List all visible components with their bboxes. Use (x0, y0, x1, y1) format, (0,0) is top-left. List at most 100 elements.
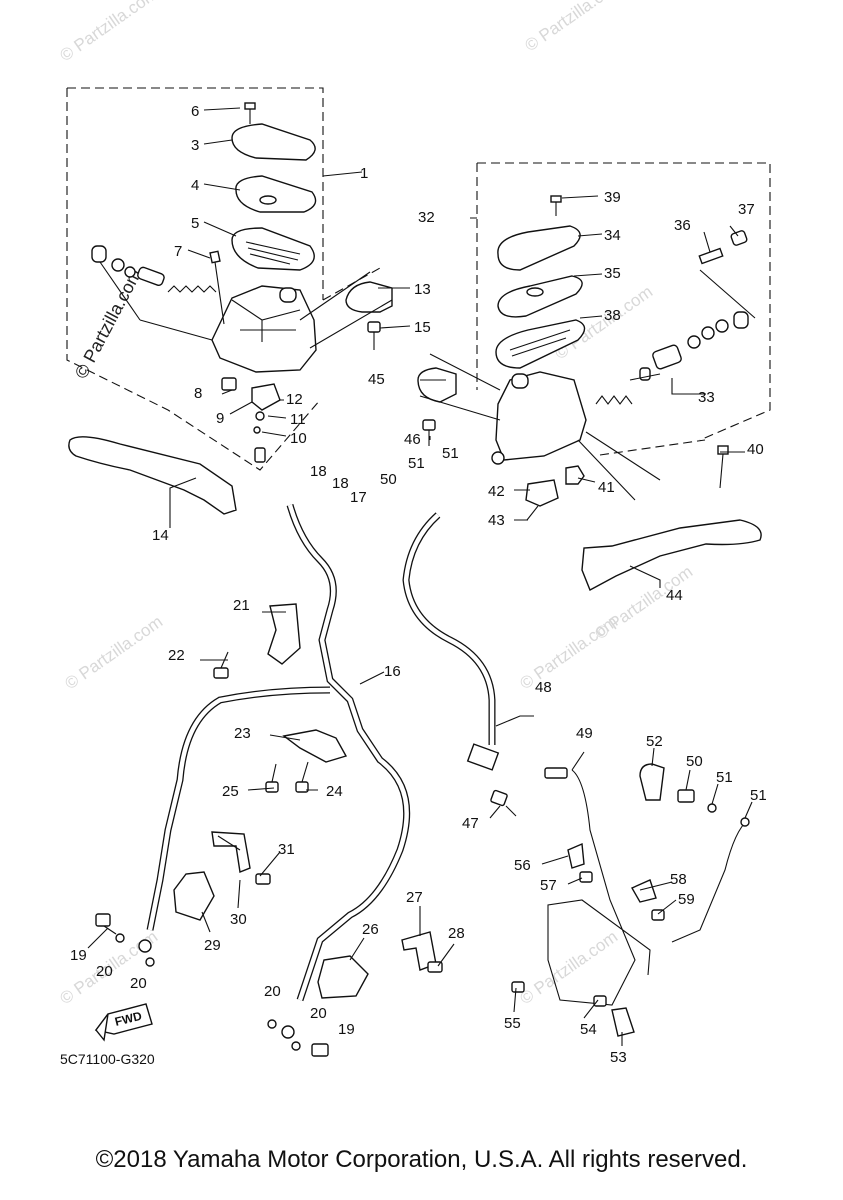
callout-13: 13 (414, 281, 431, 298)
callout-22: 22 (168, 647, 185, 664)
reservoir-cap-right-icon (497, 225, 581, 271)
callout-10: 10 (290, 430, 307, 447)
bracket-26-icon (317, 955, 369, 999)
callout-51-d: 51 (750, 787, 767, 804)
cap-plate-icon (235, 175, 317, 213)
callout-36: 36 (674, 217, 691, 234)
callout-56: 56 (514, 857, 531, 874)
callout-38: 38 (604, 307, 621, 324)
diagram-code: 5C71100-G320 (60, 1051, 155, 1067)
callout-23: 23 (234, 725, 251, 742)
callouts: 6 3 4 5 7 1 13 15 8 9 12 11 10 18 18 17 … (70, 103, 767, 1066)
diaphragm-icon (231, 227, 315, 271)
master-cylinder-body-right-icon (495, 371, 587, 461)
fwd-arrow: FWD (94, 1003, 153, 1042)
callout-57: 57 (540, 877, 557, 894)
watermark-top-right: © Partzilla.com (521, 0, 626, 55)
callout-6: 6 (191, 103, 199, 120)
callout-4: 4 (191, 177, 199, 194)
reservoir-cap-icon (231, 123, 316, 161)
callout-45: 45 (368, 371, 385, 388)
fwd-label: FWD (113, 1009, 143, 1029)
callout-51-c: 51 (716, 769, 733, 786)
callout-44: 44 (666, 587, 683, 604)
callout-50-a: 50 (380, 471, 397, 488)
callout-46: 46 (404, 431, 421, 448)
callout-55: 55 (504, 1015, 521, 1032)
callout-47: 47 (462, 815, 479, 832)
callout-58: 58 (670, 871, 687, 888)
callout-53: 53 (610, 1049, 627, 1066)
callout-25: 25 (222, 783, 239, 800)
callout-18-b: 18 (332, 475, 349, 492)
callout-37: 37 (738, 201, 755, 218)
callout-43: 43 (488, 512, 505, 529)
watermark-mid-left: © Partzilla.com (61, 612, 166, 693)
clamp-27-icon (401, 931, 437, 971)
clip-52-icon (639, 763, 665, 801)
callout-9: 9 (216, 410, 224, 427)
callout-32: 32 (418, 209, 435, 226)
callout-14: 14 (152, 527, 169, 544)
callout-49: 49 (576, 725, 593, 742)
callout-11: 11 (290, 411, 306, 428)
lower-hardware (95, 603, 750, 1057)
callout-20-c: 20 (264, 983, 281, 1000)
callout-48: 48 (535, 679, 552, 696)
callout-29: 29 (204, 937, 221, 954)
leader-lines (87, 107, 753, 1046)
callout-40: 40 (747, 441, 764, 458)
watermark-vertical: © Partzilla.com (71, 265, 146, 381)
callout-16: 16 (384, 663, 401, 680)
parts-diagram: © Partzilla.com © Partzilla.com © Partzi… (56, 0, 771, 1067)
callout-26: 26 (362, 921, 379, 938)
callout-54: 54 (580, 1021, 597, 1038)
callout-39: 39 (604, 189, 621, 206)
watermarks: © Partzilla.com © Partzilla.com © Partzi… (56, 0, 696, 1008)
callout-18-a: 18 (310, 463, 327, 480)
clamp-icon (211, 831, 251, 873)
callout-17: 17 (350, 489, 367, 506)
callout-33: 33 (698, 389, 715, 406)
callout-20-b: 20 (130, 975, 147, 992)
callout-20-d: 20 (310, 1005, 327, 1022)
callout-59: 59 (678, 891, 695, 908)
callout-30: 30 (230, 911, 247, 928)
callout-28: 28 (448, 925, 465, 942)
holder-icon (345, 281, 393, 313)
screw-icon (244, 102, 256, 110)
callout-24: 24 (326, 783, 343, 800)
left-master-cylinder-box (66, 87, 381, 471)
callout-3: 3 (191, 137, 199, 154)
brake-switch-icon (251, 383, 281, 411)
callout-20-a: 20 (96, 963, 113, 980)
callout-52: 52 (646, 733, 663, 750)
bracket-icon (282, 729, 348, 763)
callout-21: 21 (233, 597, 250, 614)
left-master-cylinder (68, 102, 393, 515)
master-cylinder-body-icon (211, 285, 317, 373)
callout-41: 41 (598, 479, 615, 496)
callout-5: 5 (191, 215, 199, 232)
diaphragm-right-icon (495, 319, 586, 369)
callout-35: 35 (604, 265, 621, 282)
callout-51-b: 51 (408, 455, 425, 472)
callout-50-b: 50 (686, 753, 703, 770)
brake-switch-right-icon (525, 479, 559, 507)
cap-plate-right-icon (497, 275, 583, 318)
callout-8: 8 (194, 385, 202, 402)
callout-19-a: 19 (70, 947, 87, 964)
callout-42: 42 (488, 483, 505, 500)
callout-19-b: 19 (338, 1021, 355, 1038)
holder-right-icon (417, 367, 457, 403)
piston-kit-icon (91, 245, 217, 341)
right-master-cylinder (417, 195, 762, 591)
callout-34: 34 (604, 227, 621, 244)
hose-guide-icon (267, 603, 301, 665)
copyright-notice: ©2018 Yamaha Motor Corporation, U.S.A. A… (95, 1146, 748, 1173)
callout-51-a: 51 (442, 445, 459, 462)
callout-1: 1 (360, 165, 368, 182)
watermark-top-left: © Partzilla.com (56, 0, 161, 65)
callout-31: 31 (278, 841, 295, 858)
callout-12: 12 (286, 391, 303, 408)
